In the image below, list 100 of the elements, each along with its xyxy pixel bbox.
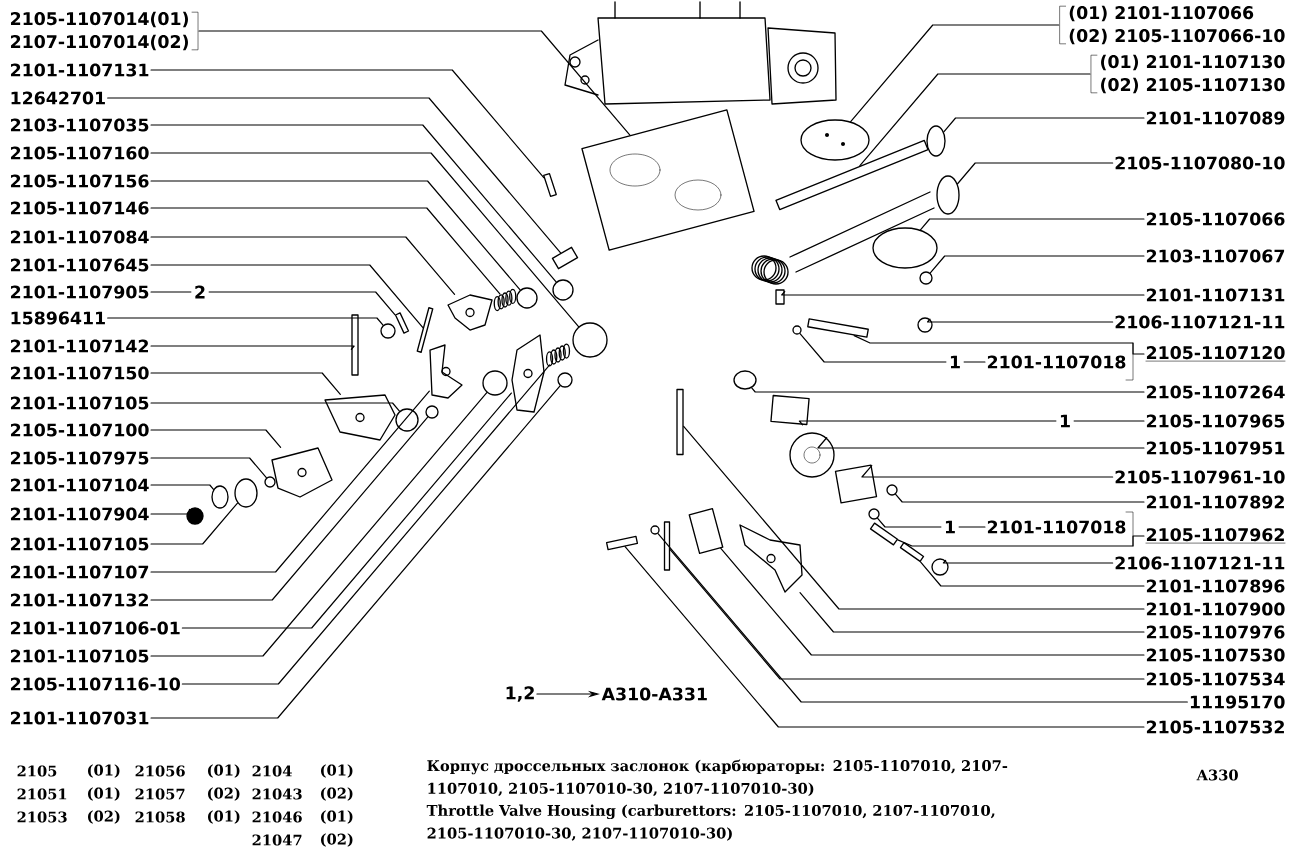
leader-line: [781, 290, 1145, 296]
screw: [899, 542, 925, 562]
part-number: 2105-1107530: [1146, 648, 1285, 662]
part-number: 2101-1107106-01: [11, 621, 180, 635]
leader-line: [150, 69, 545, 179]
ring: [425, 405, 439, 419]
part-number: 2105-1107951: [1146, 441, 1285, 455]
part-number: 2105-1107534: [1146, 672, 1285, 686]
washer: [552, 279, 574, 301]
part-number: 11195170: [1190, 695, 1285, 709]
part-number: 2105-1107156: [11, 174, 149, 188]
part-number: 2101-1107132: [11, 593, 148, 607]
part-number: 2105-1107965: [1146, 414, 1285, 428]
model-code: (01): [321, 764, 353, 778]
leader-line: [919, 561, 1145, 587]
leader-line: [624, 546, 1145, 728]
nut: [380, 323, 396, 339]
callout-number: 1,2: [506, 686, 534, 702]
callout-number: 1: [1056, 412, 1074, 430]
page-number: A330: [1196, 769, 1238, 781]
model-code: (02): [208, 787, 240, 801]
leader-line: [798, 420, 1145, 426]
caption-text: Корпус дроссельных заслонок (карбюраторы: 2105-1107010, 2107-1107010, 2105-1107010-30, 2107-1107010-30): [427, 759, 1008, 797]
spring: [493, 288, 517, 312]
leader-line: [877, 517, 986, 528]
leader-line: [669, 549, 1145, 680]
screw: [775, 289, 785, 305]
washer: [482, 370, 508, 396]
leader-line: [799, 592, 1145, 633]
leader-line: [150, 291, 396, 316]
nut: [917, 317, 933, 333]
screw: [543, 172, 557, 198]
part-number: 2105-1107532: [1146, 720, 1284, 734]
ring: [868, 508, 880, 520]
model-code: (02): [88, 810, 120, 824]
screw: [605, 535, 639, 551]
model-code: (01): [208, 810, 240, 824]
leader-line: [181, 364, 551, 685]
jet: [807, 318, 869, 338]
washer: [264, 476, 276, 488]
part-number: 2105-1107100: [11, 423, 149, 437]
leader-line: [150, 457, 267, 479]
leader-line: [751, 387, 1145, 393]
part-number: 2105-1107146: [11, 201, 149, 215]
leader-line: [150, 484, 215, 490]
leader-line: [861, 464, 1114, 478]
part-number: 2101-1107084: [11, 230, 149, 244]
leader-line: [150, 207, 501, 295]
part-number: 2103-1107067: [1146, 249, 1285, 263]
bolt: [676, 388, 684, 456]
ring: [792, 325, 802, 335]
part-number: 2101-1107131: [11, 63, 149, 77]
screw-head: [886, 484, 898, 496]
model-code: (02): [321, 833, 353, 847]
washer: [516, 287, 538, 309]
part-number: 2101-1107896: [1146, 579, 1285, 593]
part-number: 2105-1107961-10: [1115, 470, 1285, 484]
model-code: 21043: [252, 788, 302, 800]
part-number: 2101-1107105: [11, 649, 149, 663]
leader-line: [929, 255, 1145, 274]
part-number: 2105-1107066: [1146, 212, 1285, 226]
leader-line: [683, 425, 1145, 610]
part-number: 2101-1107131: [1146, 288, 1285, 302]
model-code: 21046: [252, 811, 302, 823]
leader-line: [943, 117, 1145, 133]
model-code: 21047: [252, 834, 302, 846]
model-code: 21058: [135, 811, 185, 823]
part-number: 2101-1107107: [11, 565, 149, 579]
part-number: (01) 2101-1107130 (02) 2105-1107130: [1090, 54, 1285, 94]
leader-line: [799, 332, 986, 363]
nut: [186, 507, 204, 525]
part-number: 2105-1107014(01) 2107-1107014(02): [11, 11, 199, 51]
leader-line: [107, 97, 562, 254]
washer: [211, 485, 229, 509]
cover: [834, 464, 878, 504]
callout-number: 2: [191, 282, 209, 302]
leader-line: [853, 335, 1145, 355]
model-code: (01): [88, 764, 120, 778]
page-reference: A310-A331: [601, 687, 707, 701]
leader-line: [942, 559, 1114, 564]
callout-number: 1: [946, 353, 964, 371]
part-number: 2101-1107031: [11, 711, 149, 725]
leader-line: [150, 372, 341, 395]
disc: [872, 227, 938, 269]
part-number: 2101-1107018: [987, 342, 1134, 381]
part-number: 2101-1107104: [11, 478, 149, 492]
flange: [936, 175, 960, 215]
leader-line: [919, 218, 1145, 231]
leader-line: [107, 317, 384, 326]
washer: [234, 478, 258, 508]
model-code: 21057: [135, 788, 185, 800]
pin: [351, 314, 359, 376]
part-number: 2105-1107120: [1145, 346, 1286, 362]
leader-line: [150, 390, 430, 573]
model-code: (02): [321, 787, 353, 801]
leader-line: [150, 124, 557, 283]
part-number: 2105-1107116-10: [11, 677, 180, 691]
part-number: 2105-1107264: [1146, 385, 1285, 399]
lever: [447, 294, 493, 331]
spring: [545, 343, 571, 367]
